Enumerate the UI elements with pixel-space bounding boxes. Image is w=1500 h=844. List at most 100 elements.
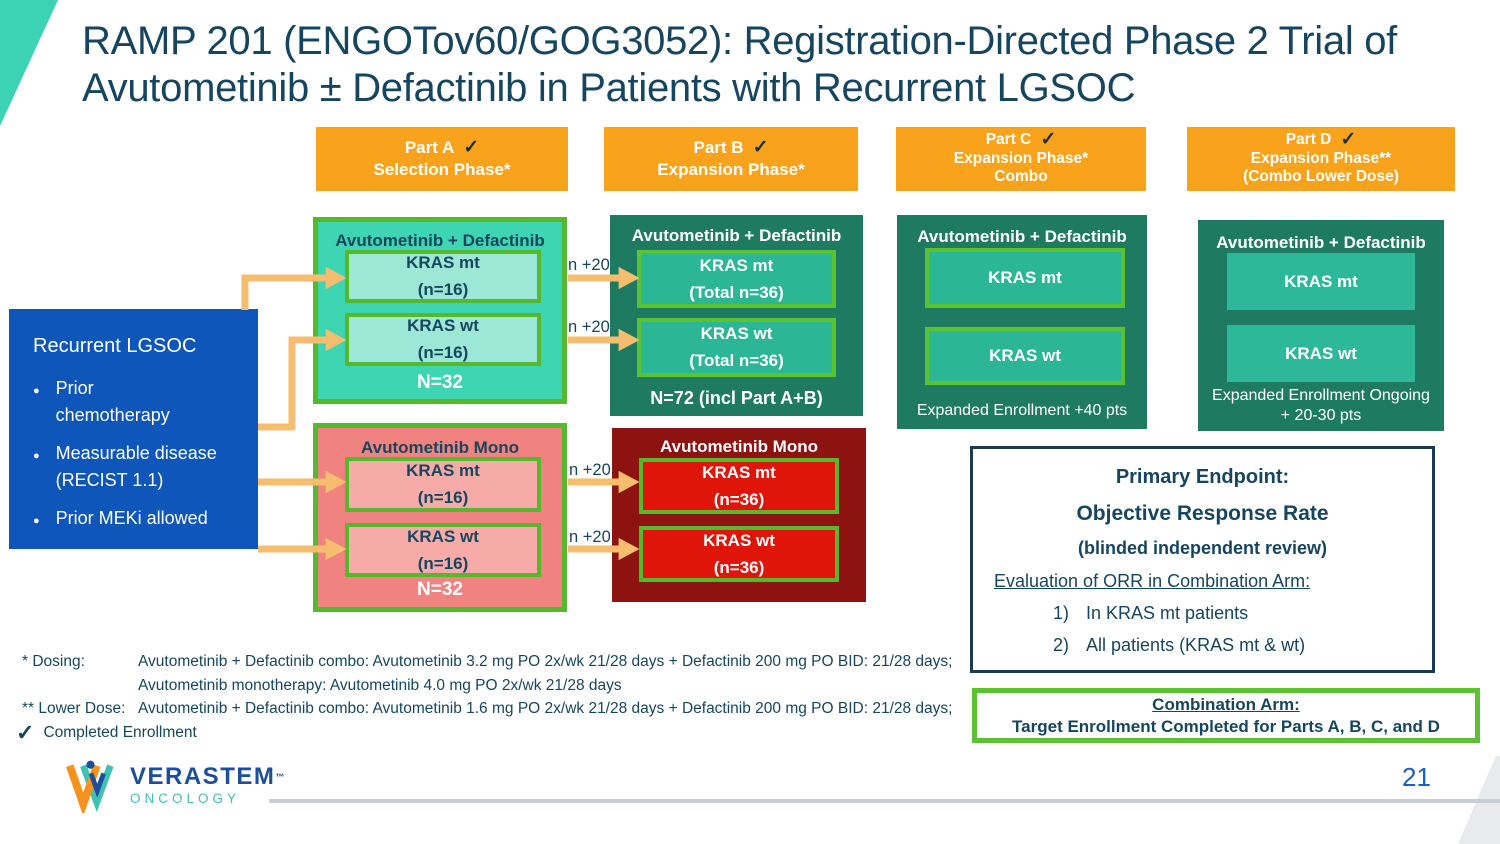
part-a-combo-kras-wt-box: KRAS wt (n=16) xyxy=(345,313,541,366)
item-text: All patients (KRAS mt & wt) xyxy=(1086,635,1306,655)
header-part-a-phase: Selection Phase* xyxy=(373,160,511,179)
header-part-d-label: Part D xyxy=(1285,131,1332,149)
part-c-title: Avutometinib + Defactinib xyxy=(917,227,1127,246)
kras-wt-label: KRAS wt xyxy=(407,316,479,335)
footnote-dosing-mono: Avutometinib monotherapy: Avutometinib 4… xyxy=(138,677,622,694)
primary-endpoint-review: (blinded independent review) xyxy=(1077,538,1328,558)
eligibility-title: Recurrent LGSOC xyxy=(33,335,197,357)
slide-title-line2: Avutometinib ± Defactinib in Patients wi… xyxy=(82,66,1136,110)
part-a-mono-total: N=32 xyxy=(417,579,463,600)
kras-wt-n: (n=16) xyxy=(417,343,469,362)
header-part-c-label: Part C xyxy=(985,131,1032,149)
footnote-completed-enrollment: ✓ Completed Enrollment xyxy=(16,720,197,746)
primary-endpoint-subheading: Evaluation of ORR in Combination Arm: xyxy=(994,571,1311,591)
header-part-b: Part B ✓ Expansion Phase* xyxy=(604,127,858,191)
checkmark-icon: ✓ xyxy=(1340,129,1357,151)
arrow-label-n20: n +20 xyxy=(568,256,610,274)
verastem-logo: VERASTEM™ ONCOLOGY xyxy=(62,757,286,813)
part-a-combo-box: Avutometinib + Defactinib KRAS mt (n=16)… xyxy=(313,217,567,404)
kras-wt-n: (n=36) xyxy=(713,557,765,577)
header-part-c-phase2: Combo xyxy=(994,168,1048,186)
verastem-logo-text: VERASTEM™ ONCOLOGY xyxy=(130,762,286,806)
logo-brand-text: VERASTEM xyxy=(130,762,276,790)
header-part-a-row: Part A ✓ xyxy=(405,137,479,159)
eligibility-box: Recurrent LGSOC Prior chemotherapy Measu… xyxy=(9,309,258,549)
checkmark-icon: ✓ xyxy=(463,137,480,158)
part-b-combo-title: Avutometinib + Defactinib xyxy=(631,226,842,245)
kras-wt-n: (Total n=36) xyxy=(689,351,784,370)
kras-mt-label: KRAS mt xyxy=(1284,271,1358,291)
arrow-label-n20: n +20 xyxy=(569,528,611,546)
slide-title-line1: RAMP 201 (ENGOTov60/GOG3052): Registrati… xyxy=(82,19,1397,63)
combination-arm-text: Target Enrollment Completed for Parts A,… xyxy=(1012,716,1440,736)
arrow-label-n20: n +20 xyxy=(569,461,611,479)
footnote-dosing-label: * Dosing: xyxy=(22,653,85,670)
kras-wt-label: KRAS wt xyxy=(700,324,773,343)
part-d-kras-wt-box: KRAS wt xyxy=(1227,325,1415,382)
part-b-combo-kras-mt-box: KRAS mt (Total n=36) xyxy=(637,250,836,308)
part-b-mono-kras-wt-box: KRAS wt (n=36) xyxy=(639,526,839,582)
checkmark-icon: ✓ xyxy=(16,720,35,745)
part-d-footer-line2: + 20-30 pts xyxy=(1280,407,1362,424)
checkmark-icon: ✓ xyxy=(1040,129,1057,151)
footnote-lower-dose-combo: Avutometinib + Defactinib combo: Avutome… xyxy=(138,700,953,717)
kras-wt-label: KRAS wt xyxy=(407,526,479,546)
combination-arm-title: Combination Arm: xyxy=(1152,694,1300,714)
header-part-c-phase: Expansion Phase* xyxy=(953,149,1089,167)
header-part-b-row: Part B ✓ xyxy=(694,137,769,159)
part-a-mono-title: Avutometinib Mono xyxy=(360,438,519,457)
kras-mt-n: (n=16) xyxy=(417,488,469,507)
kras-mt-label: KRAS mt xyxy=(406,461,480,480)
part-d-footer-line1: Expanded Enrollment Ongoing xyxy=(1212,387,1430,404)
part-a-mono-box: Avutometinib Mono KRAS mt (n=16) KRAS wt… xyxy=(313,423,567,612)
primary-endpoint-measure: Objective Response Rate xyxy=(1076,502,1329,525)
part-b-combo-kras-wt-box: KRAS wt (Total n=36) xyxy=(637,318,836,377)
kras-wt-label: KRAS wt xyxy=(1285,343,1357,363)
combination-arm-box: Combination Arm: Target Enrollment Compl… xyxy=(972,688,1480,743)
kras-mt-label: KRAS mt xyxy=(988,268,1062,287)
header-part-b-phase: Expansion Phase* xyxy=(657,160,805,179)
part-b-mono-title: Avutometinib Mono xyxy=(659,437,818,456)
eligibility-bullet: Prior MEKi allowed xyxy=(33,505,244,535)
bullet-icon xyxy=(33,505,40,535)
verastem-logo-icon xyxy=(66,760,114,813)
eligibility-bullet-text: Measurable disease (RECIST 1.1) xyxy=(55,443,217,490)
part-b-combo-total: N=72 (incl Part A+B) xyxy=(650,388,823,408)
logo-tm: ™ xyxy=(275,771,286,782)
header-part-c: Part C ✓ Expansion Phase* Combo xyxy=(896,127,1146,191)
footnote-dosing-combo: Avutometinib + Defactinib combo: Avutome… xyxy=(138,653,953,670)
bullet-icon xyxy=(33,440,40,494)
footnote-check-text: Completed Enrollment xyxy=(43,724,197,741)
item-number: 2) xyxy=(1053,635,1070,655)
kras-mt-n: (Total n=36) xyxy=(689,282,784,302)
kras-wt-label: KRAS wt xyxy=(703,530,775,550)
kras-mt-n: (n=36) xyxy=(713,489,765,509)
kras-wt-n: (n=16) xyxy=(417,553,469,573)
logo-division: ONCOLOGY xyxy=(130,790,241,806)
footnote-lower-dose-label: ** Lower Dose: xyxy=(22,700,126,717)
kras-mt-n: (n=16) xyxy=(417,280,469,299)
primary-endpoint-box: Primary Endpoint: Objective Response Rat… xyxy=(970,446,1435,673)
kras-mt-label: KRAS mt xyxy=(699,255,774,275)
slide-title: RAMP 201 (ENGOTov60/GOG3052): Registrati… xyxy=(82,18,1462,112)
kras-mt-label: KRAS mt xyxy=(702,462,776,482)
header-part-d-phase: Expansion Phase** xyxy=(1250,149,1392,167)
item-number: 1) xyxy=(1053,603,1070,623)
part-b-mono-kras-mt-box: KRAS mt (n=36) xyxy=(639,458,839,514)
logo-brand: VERASTEM™ xyxy=(130,762,286,790)
part-a-combo-title: Avutometinib + Defactinib xyxy=(335,231,545,250)
part-d-kras-mt-box: KRAS mt xyxy=(1227,253,1415,310)
header-part-d: Part D ✓ Expansion Phase** (Combo Lower … xyxy=(1187,127,1455,191)
eligibility-bullet-text: Prior MEKi allowed xyxy=(55,508,208,528)
part-c-box: Avutometinib + Defactinib KRAS mt KRAS w… xyxy=(897,215,1147,429)
checkmark-icon: ✓ xyxy=(752,137,769,158)
part-a-mono-kras-mt-box: KRAS mt (n=16) xyxy=(345,457,541,512)
footer-divider xyxy=(269,799,1500,803)
header-part-a-label: Part A xyxy=(404,138,455,157)
header-part-c-row: Part C ✓ xyxy=(986,131,1057,150)
eligibility-bullet: Prior chemotherapy xyxy=(33,375,244,429)
part-a-combo-total: N=32 xyxy=(417,372,463,393)
part-b-combo-box: Avutometinib + Defactinib KRAS mt (Total… xyxy=(610,215,863,416)
arrow-label-n20: n +20 xyxy=(568,318,610,336)
